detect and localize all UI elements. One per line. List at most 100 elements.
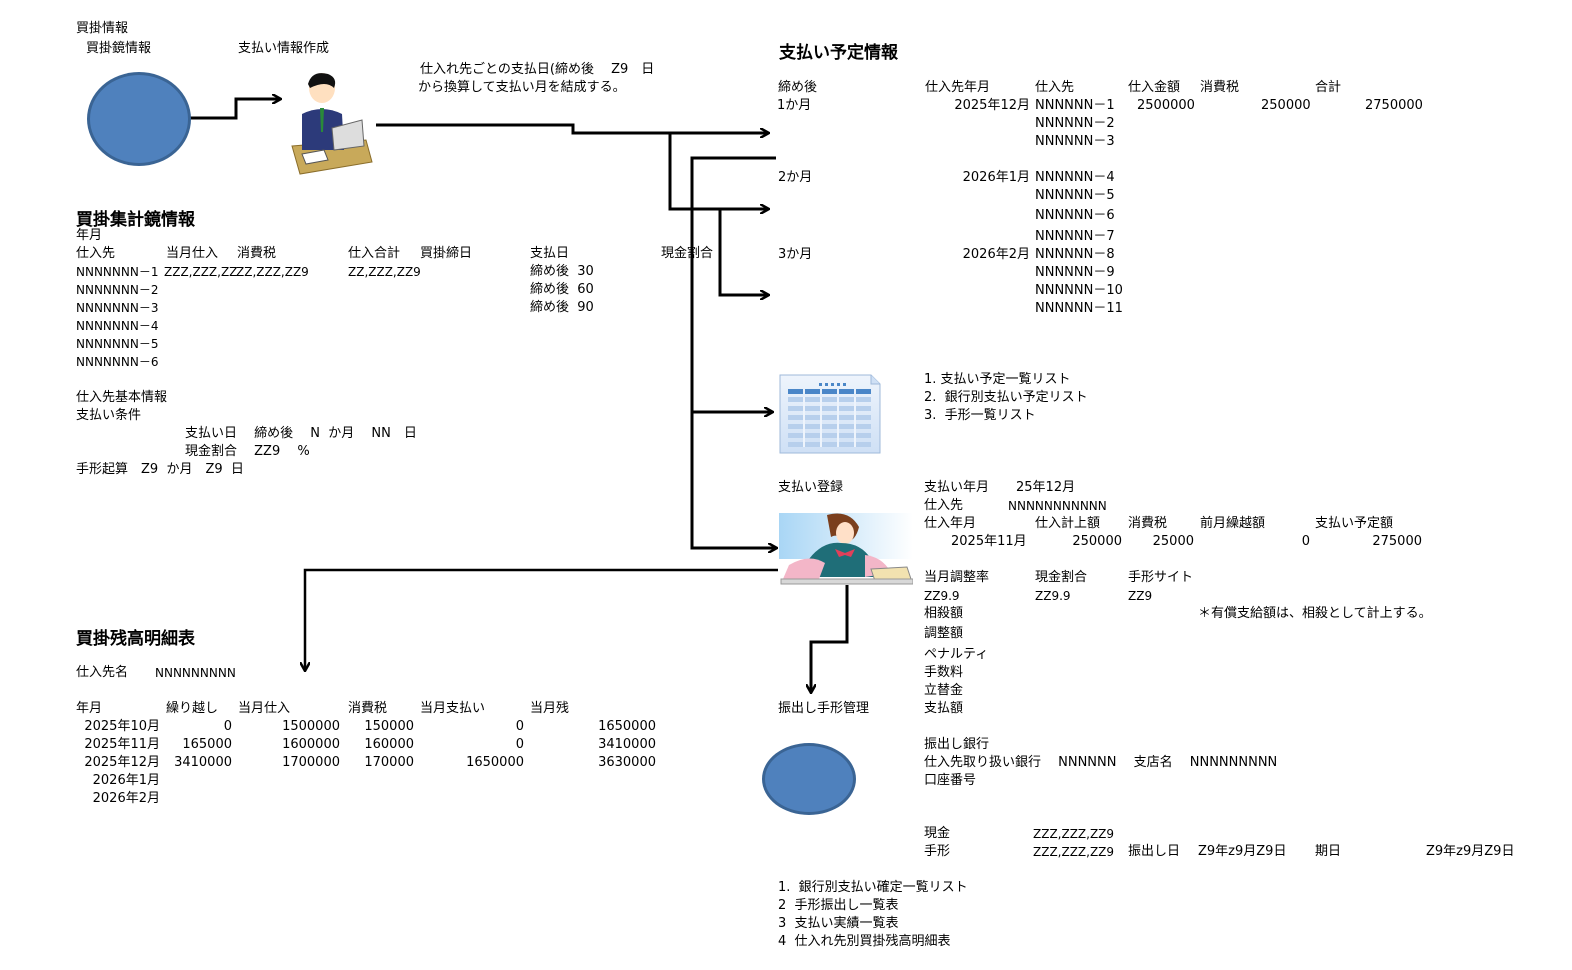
summary-vendor: NNNNNNN－5: [76, 337, 159, 351]
businessman-laptop-icon: [291, 73, 373, 175]
schedule-vendor: NNNNNN－4: [1035, 170, 1115, 185]
balance-year-month: 2025年12月: [84, 755, 160, 770]
balance-header: 当月支払い: [420, 701, 486, 716]
schedule-term: 3か月: [778, 247, 813, 262]
section-label: 買掛情報: [76, 21, 129, 36]
balance-header: 繰り越し: [166, 701, 219, 716]
registration-cell: 250000: [1072, 534, 1122, 549]
summary-header: 仕入先: [76, 246, 116, 261]
rate-header: 現金割合: [1035, 570, 1088, 585]
report-list-item: 2. 銀行別支払い予定リスト: [924, 390, 1088, 405]
summary-payday: 締め後 60: [530, 282, 594, 297]
balance-header: 消費税: [348, 701, 388, 716]
vendor-master-bill: 手形起算 Z9 か月 Z9 日: [76, 462, 244, 477]
vendor-master-terms: 支払い条件: [76, 408, 142, 423]
schedule-term: 2か月: [778, 170, 813, 185]
balance-cell: 1650000: [466, 755, 524, 770]
registration-item: 立替金: [924, 683, 964, 698]
schedule-total: 2750000: [1365, 98, 1423, 113]
woman-writing-icon: [779, 513, 913, 585]
balance-year-month: 2026年1月: [92, 773, 160, 788]
schedule-vendor: NNNNNN－9: [1035, 265, 1115, 280]
balance-year-month: 2025年11月: [84, 737, 160, 752]
summary-header: 当月仕入: [166, 246, 219, 261]
spreadsheet-icon: [779, 374, 881, 454]
bill-label: 手形: [924, 844, 951, 859]
registration-cell: 2025年11月: [951, 534, 1027, 549]
balance-cell: 160000: [364, 737, 414, 752]
rate-value: ZZ9.9: [1035, 589, 1071, 603]
issue-date-label: 振出し日: [1128, 844, 1181, 859]
registration-item: ペナルティ: [924, 647, 989, 662]
due-date-label: 期日: [1315, 844, 1342, 859]
summary-payday: 締め後 30: [530, 264, 594, 279]
pay-month-value: 25年12月: [1016, 480, 1076, 495]
balance-cell: 3410000: [598, 737, 656, 752]
registration-label: 支払い登録: [778, 480, 844, 495]
arrow-source-to-creation: [190, 99, 280, 120]
summary-header: 買掛締日: [420, 246, 473, 261]
balance-cell: 1650000: [598, 719, 656, 734]
summary-vendor: NNNNNNN－2: [76, 283, 159, 297]
schedule-vendor: NNNNNN－6: [1035, 208, 1115, 223]
balance-cell: 0: [223, 719, 232, 734]
summary-purchase: ZZZ,ZZZ,ZZ: [164, 265, 238, 279]
creation-label: 支払い情報作成: [238, 41, 330, 56]
arrow-to-bill-mgmt: [811, 585, 849, 692]
report-list-item: 1. 支払い予定一覧リスト: [924, 372, 1071, 387]
schedule-vendor: NNNNNN－7: [1035, 229, 1115, 244]
summary-total: ZZ,ZZZ,ZZ9: [348, 265, 421, 279]
balance-vendor-label: 仕入先名: [76, 665, 129, 680]
rate-header: 手形サイト: [1128, 570, 1194, 585]
vendor-master-cash-ratio: 現金割合 ZZ9 %: [185, 444, 310, 459]
schedule-header: 締め後: [778, 80, 818, 95]
summary-year-month: 年月: [76, 228, 103, 243]
balance-cell: 0: [515, 719, 524, 734]
summary-tax: ZZ,ZZZ,ZZ9: [236, 265, 309, 279]
schedule-vendor: NNNNNN－5: [1035, 188, 1115, 203]
balance-cell: 170000: [364, 755, 414, 770]
bill-value: ZZZ,ZZZ,ZZ9: [1033, 845, 1115, 859]
registration-item: 支払額: [924, 701, 964, 716]
summary-vendor: NNNNNNN－1: [76, 265, 159, 279]
registration-header: 前月繰越額: [1200, 516, 1266, 531]
report-list-item: 3. 手形一覧リスト: [924, 408, 1036, 423]
source-node-ellipse: [87, 72, 191, 166]
schedule-term: 1か月: [777, 98, 812, 113]
registration-header: 消費税: [1128, 516, 1168, 531]
arrow-to-schedule-3: [718, 209, 768, 295]
summary-header: 支払日: [530, 246, 570, 261]
schedule-vendor: NNNNNN－8: [1035, 247, 1115, 262]
schedule-vendor: NNNNNN－1: [1035, 98, 1115, 113]
rate-value: ZZ9: [1128, 589, 1153, 603]
summary-vendor: NNNNNNN－4: [76, 319, 159, 333]
registration-header: 支払い予定額: [1315, 516, 1394, 531]
balance-title: 買掛残高明細表: [76, 629, 195, 649]
balance-cell: 3630000: [598, 755, 656, 770]
balance-cell: 150000: [364, 719, 414, 734]
registration-cell: 275000: [1372, 534, 1422, 549]
registration-header: 仕入年月: [924, 516, 977, 531]
bill-mgmt-ellipse: [762, 743, 856, 815]
bill-mgmt-label: 振出し手形管理: [778, 701, 870, 716]
creation-note-line2: から換算して支払い月を結成する。: [418, 80, 626, 95]
schedule-vendor: NNNNNN－2: [1035, 116, 1115, 131]
arrow-creation-to-schedule-1: [376, 123, 768, 133]
schedule-amount: 2500000: [1137, 98, 1195, 113]
bank-title: 振出し銀行: [924, 737, 990, 752]
balance-header: 当月残: [530, 701, 570, 716]
cash-value: ZZZ,ZZZ,ZZ9: [1033, 827, 1115, 841]
bank-account: 口座番号: [924, 773, 977, 788]
line-schedule-back: [690, 156, 776, 412]
schedule-vendor: NNNNNN－10: [1035, 283, 1123, 298]
report-list-item: 1. 銀行別支払い確定一覧リスト: [778, 880, 968, 895]
balance-cell: 3410000: [174, 755, 232, 770]
summary-vendor: NNNNNNN－3: [76, 301, 159, 315]
cash-label: 現金: [924, 826, 951, 841]
balance-vendor-value: NNNNNNNNN: [155, 666, 236, 680]
vendor-master-payday: 支払い日 締め後 N か月 NN 日: [185, 426, 417, 441]
summary-title: 買掛集計鏡情報: [76, 210, 195, 230]
arrow-to-balance: [305, 568, 778, 670]
balance-cell: 1600000: [282, 737, 340, 752]
arrow-to-registration: [690, 412, 776, 548]
